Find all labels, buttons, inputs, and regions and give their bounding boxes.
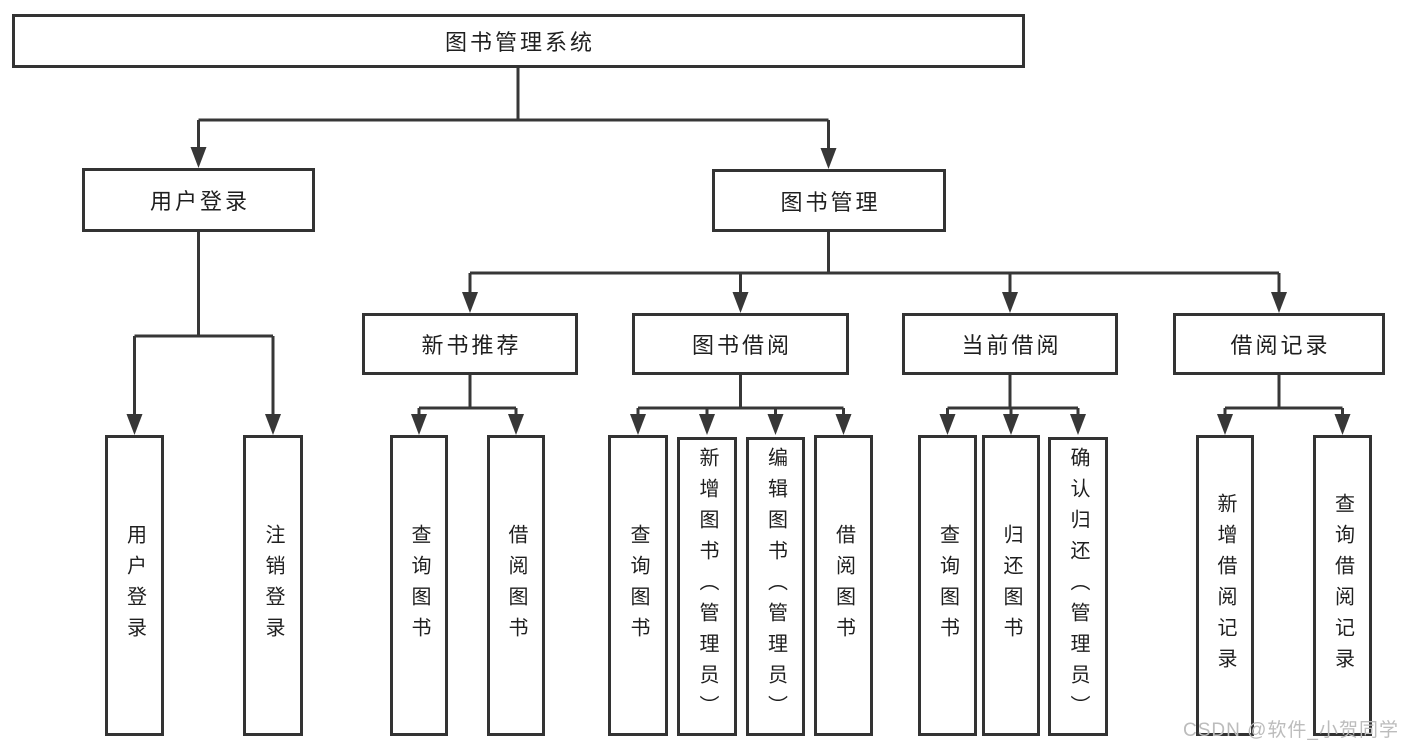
leaf-confirm-return-admin: 确认归还（管理员）: [1048, 437, 1108, 736]
arrowhead: [835, 414, 852, 435]
connector-new-book-recommend: [417, 375, 518, 416]
arrowhead: [411, 414, 427, 435]
connector-book-borrowing: [636, 375, 845, 416]
arrowhead: [1271, 292, 1287, 313]
node-current-borrowing: 当前借阅: [902, 313, 1118, 375]
connector-user-login: [133, 232, 275, 416]
leaf-borrow-books-borrowing: 借阅图书: [814, 435, 873, 736]
leaf-borrow-books-recommend: 借阅图书: [487, 435, 545, 736]
arrowhead: [820, 148, 837, 169]
leaf-user-login: 用户登录: [105, 435, 164, 736]
arrowhead: [1070, 414, 1086, 435]
arrowhead: [126, 414, 143, 435]
watermark: CSDN @软件_小贺同学: [1183, 720, 1399, 741]
node-book-management: 图书管理: [712, 169, 946, 232]
arrowhead: [732, 292, 749, 313]
arrowhead: [462, 292, 478, 313]
node-book-borrowing: 图书借阅: [632, 313, 849, 375]
node-borrowing-records: 借阅记录: [1173, 313, 1385, 375]
leaf-query-books-current: 查询图书: [918, 435, 977, 736]
arrowhead: [1002, 292, 1018, 313]
arrowhead: [699, 414, 715, 435]
leaf-return-books: 归还图书: [982, 435, 1040, 736]
connector-book-management: [468, 232, 1281, 294]
leaf-query-books-recommend: 查询图书: [390, 435, 448, 736]
leaf-query-borrow-record: 查询借阅记录: [1313, 435, 1372, 736]
connector-root: [197, 68, 830, 149]
arrowhead: [1217, 414, 1233, 435]
connector-borrowing-records: [1223, 375, 1344, 416]
arrowhead: [1334, 414, 1351, 435]
node-user-login: 用户登录: [82, 168, 315, 232]
arrowhead: [190, 147, 207, 168]
leaf-edit-book-admin: 编辑图书（管理员）: [746, 437, 805, 736]
node-root: 图书管理系统: [12, 14, 1025, 68]
node-new-book-recommend: 新书推荐: [362, 313, 578, 375]
arrowhead: [939, 414, 956, 435]
arrowhead: [1003, 414, 1019, 435]
leaf-query-books-borrowing: 查询图书: [608, 435, 668, 736]
arrowhead: [767, 414, 784, 435]
leaf-add-borrow-record: 新增借阅记录: [1196, 435, 1254, 736]
connector-current-borrowing: [946, 375, 1080, 416]
arrowhead: [265, 414, 281, 435]
arrowhead: [630, 414, 646, 435]
leaf-logout: 注销登录: [243, 435, 303, 736]
arrowhead: [508, 414, 524, 435]
arrowheads: [126, 147, 1351, 435]
leaf-add-book-admin: 新增图书（管理员）: [677, 437, 737, 736]
